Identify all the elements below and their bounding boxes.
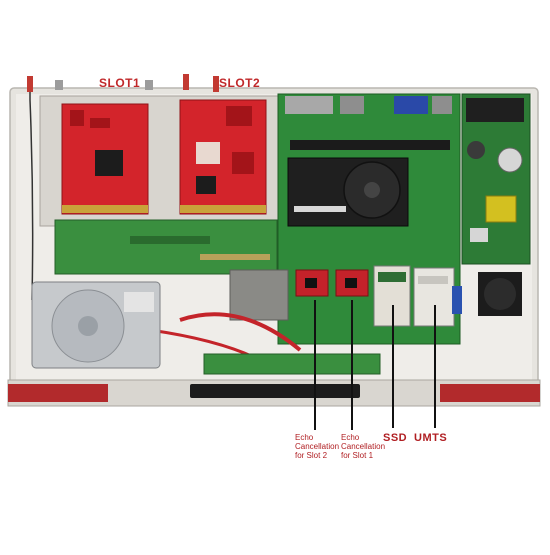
echo-slot1-line1: Echo <box>341 433 360 442</box>
echo-cancellation-slot2-label: Echo Cancellation for Slot 2 <box>295 433 339 460</box>
echo-cancellation-slot1-label: Echo Cancellation for Slot 1 <box>341 433 385 460</box>
riser-board <box>54 219 278 275</box>
echo-slot1-callout-line <box>351 300 353 430</box>
echo-slot1-line3: for Slot 1 <box>341 451 374 460</box>
slot2-label: SLOT2 <box>219 76 261 90</box>
umts-label: UMTS <box>414 432 448 444</box>
echo-slot1-line2: Cancellation <box>341 442 386 451</box>
ssd-label: SSD <box>383 432 408 444</box>
slot1-label: SLOT1 <box>99 76 141 90</box>
echo-slot2-line1: Echo <box>295 433 314 442</box>
echo-slot2-line3: for Slot 2 <box>295 451 328 460</box>
echo-slot2-line2: Cancellation <box>295 442 340 451</box>
umts-callout-line <box>434 305 436 428</box>
echo-slot2-callout-line <box>314 300 316 430</box>
ssd-callout-line <box>392 305 394 428</box>
